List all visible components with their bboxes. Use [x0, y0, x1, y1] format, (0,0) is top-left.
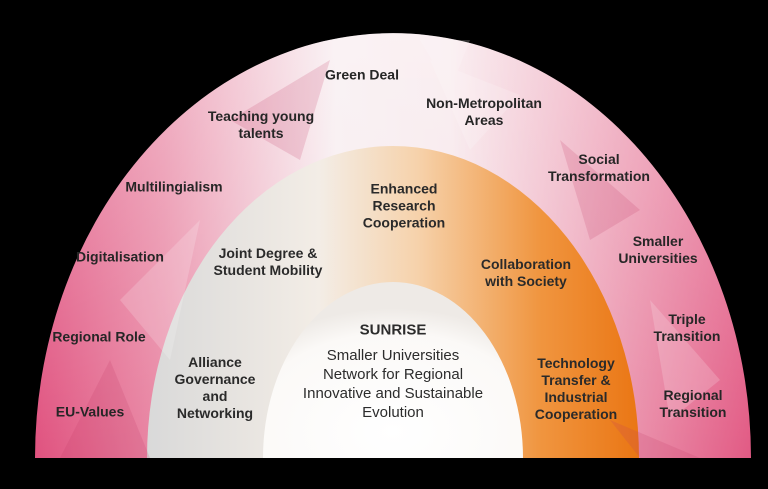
- facet-shape: [430, 60, 520, 150]
- facet-shape: [650, 300, 720, 420]
- outer-label-smaller-universities: Smaller Universities: [618, 233, 698, 266]
- mid-label-enhanced-research: Enhanced Research Cooperation: [362, 180, 446, 231]
- core-title: SUNRISE: [359, 321, 427, 339]
- outer-label-multilingialism: Multilingialism: [125, 178, 223, 195]
- mid-label-technology-transfer: Technology Transfer & Industrial Coopera…: [534, 355, 618, 422]
- mid-label-collaboration-society: Collaboration with Society: [480, 256, 572, 289]
- facet-shape: [560, 140, 640, 240]
- core-disc: [263, 282, 523, 458]
- outer-label-triple-transition: Triple Transition: [653, 311, 721, 344]
- mid-label-joint-degree: Joint Degree & Student Mobility: [213, 245, 323, 278]
- outer-label-teaching-young-talents: Teaching young talents: [207, 108, 315, 141]
- outer-label-non-metropolitan-areas: Non-Metropolitan Areas: [426, 95, 542, 128]
- facet-shape: [120, 220, 200, 360]
- mid-label-alliance-governance: Alliance Governance and Networking: [174, 354, 256, 421]
- facet-shape: [420, 40, 470, 90]
- outer-label-digitalisation: Digitalisation: [76, 248, 164, 265]
- outer-label-regional-transition: Regional Transition: [659, 387, 727, 420]
- outer-label-regional-role: Regional Role: [52, 328, 146, 345]
- facet-shape: [60, 360, 150, 458]
- outer-label-eu-values: EU-Values: [55, 403, 125, 420]
- outer-label-social-transformation: Social Transformation: [548, 151, 650, 184]
- facet-shape: [610, 420, 700, 458]
- core-subtitle: Smaller Universities Network for Regiona…: [302, 347, 484, 421]
- outer-label-green-deal: Green Deal: [325, 66, 399, 83]
- facet-shape: [230, 60, 330, 160]
